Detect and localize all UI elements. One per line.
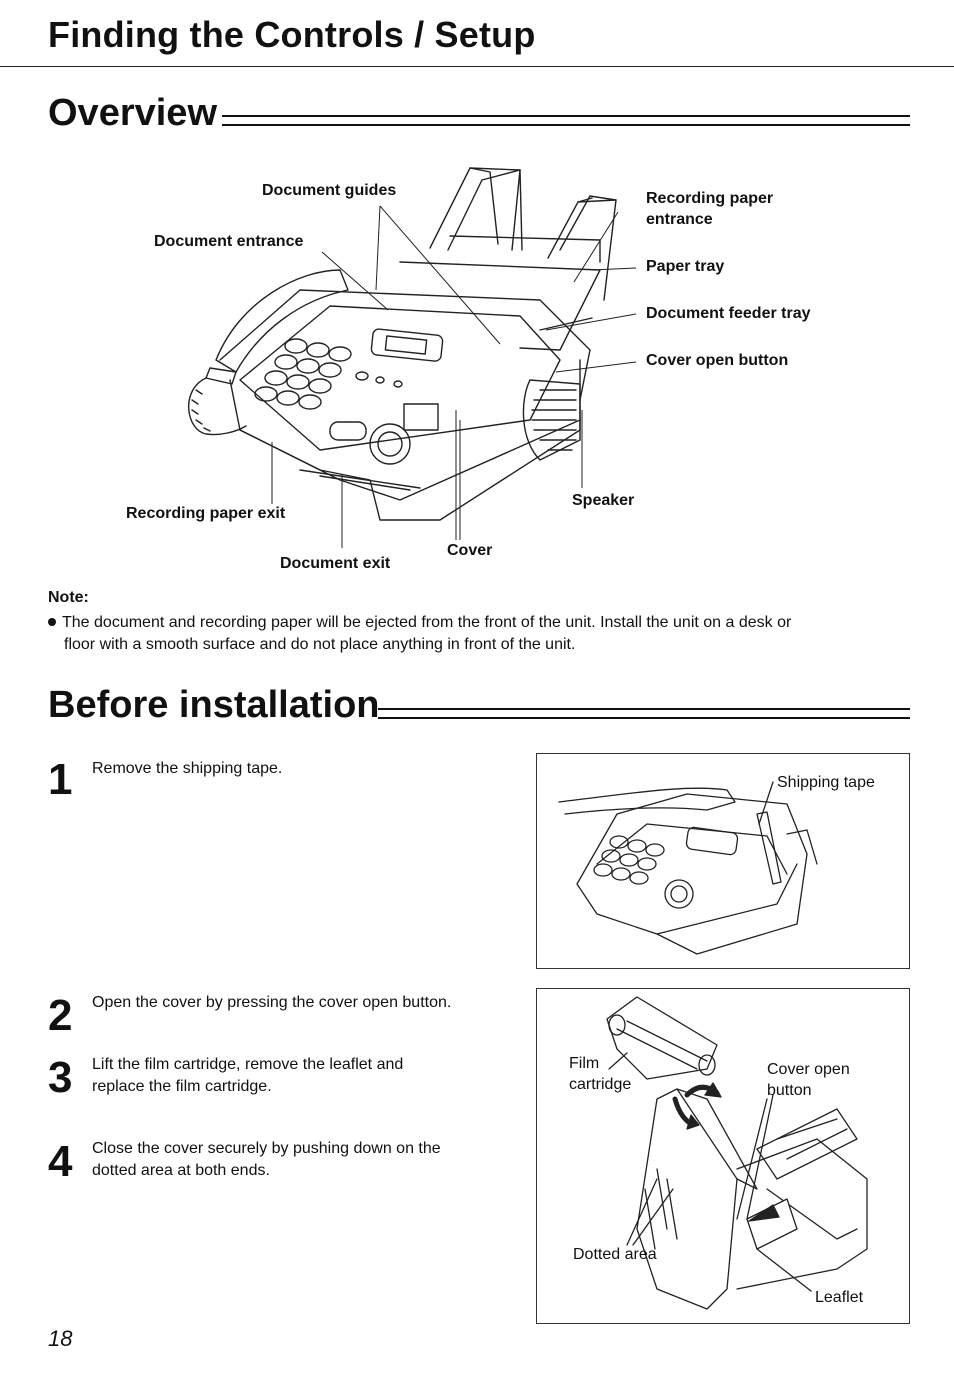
film-cartridge-illustration [606, 996, 868, 1310]
page-number: 18 [48, 1326, 73, 1351]
note-line-2: floor with a smooth surface and do not p… [64, 636, 576, 653]
note-line-1: The document and recording paper will be… [48, 612, 791, 634]
step-1-number: 1 [48, 755, 73, 804]
label-leaflet: Leaflet [815, 1289, 864, 1306]
label-cover-open-button-fig-line2: button [767, 1082, 812, 1099]
label-film-cartridge: Film [569, 1055, 600, 1072]
step-1-text: Remove the shipping tape. [92, 760, 283, 777]
note-heading: Note: [48, 589, 89, 606]
label-cover-open-button-fig: Cover open [767, 1061, 850, 1078]
step-3-text-line2: replace the film cartridge. [92, 1078, 272, 1095]
overview-heading-rule [222, 115, 910, 126]
label-dotted-area: Dotted area [573, 1246, 657, 1263]
label-paper-tray: Paper tray [646, 258, 725, 275]
label-cover-open-button: Cover open button [646, 352, 789, 369]
figure-film-cartridge: Film cartridge Cover open button Dotted … [536, 988, 910, 1324]
label-document-guides: Document guides [262, 182, 397, 199]
label-recording-paper-entrance-line2: entrance [646, 211, 713, 228]
label-document-entrance: Document entrance [154, 233, 304, 250]
shipping-tape-illustration [558, 781, 818, 955]
step-4-text-line1: Close the cover securely by pushing down… [92, 1140, 441, 1157]
step-3-number: 3 [48, 1053, 73, 1102]
label-speaker: Speaker [572, 492, 635, 509]
before-installation-heading-rule [378, 708, 910, 719]
before-installation-heading: Before installation [48, 684, 380, 726]
label-recording-paper-exit: Recording paper exit [126, 505, 286, 522]
step-2-text: Open the cover by pressing the cover ope… [92, 994, 452, 1011]
note-text-1: The document and recording paper will be… [62, 614, 792, 631]
overview-heading: Overview [48, 92, 217, 134]
page-title: Finding the Controls / Setup [48, 14, 536, 55]
label-cover: Cover [447, 542, 493, 559]
label-document-exit: Document exit [280, 555, 391, 572]
figure-shipping-tape: Shipping tape [536, 753, 910, 969]
label-document-feeder-tray: Document feeder tray [646, 305, 811, 322]
header-rule [0, 66, 954, 67]
step-4-text-line2: dotted area at both ends. [92, 1162, 270, 1179]
fax-machine-illustration [188, 167, 637, 548]
step-4-number: 4 [48, 1137, 73, 1186]
label-film-cartridge-line2: cartridge [569, 1076, 632, 1093]
step-3-text-line1: Lift the film cartridge, remove the leaf… [92, 1056, 404, 1073]
label-shipping-tape: Shipping tape [777, 774, 875, 791]
label-recording-paper-entrance: Recording paper [646, 190, 774, 207]
bullet-icon [48, 618, 56, 626]
step-2-number: 2 [48, 991, 73, 1040]
